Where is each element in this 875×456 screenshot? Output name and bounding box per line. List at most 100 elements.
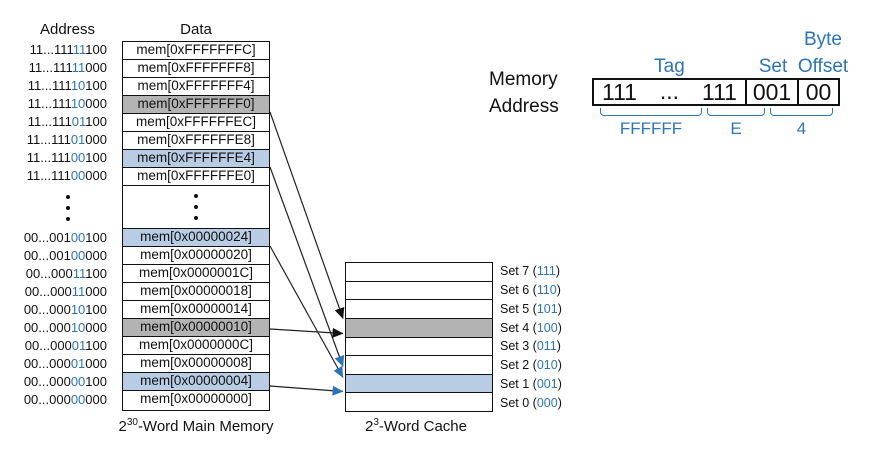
byte-offset-label-line2: Offset xyxy=(797,56,849,77)
memory-row: mem[0x00000010] xyxy=(123,319,269,337)
address-tag-bits: 11...111 xyxy=(29,42,73,57)
set-field: 001 xyxy=(745,79,797,105)
address-tag-bits: 00...000 xyxy=(23,374,71,389)
memory-address: 11...11100100 xyxy=(12,149,107,167)
cache-set-label: Set 6 (110) xyxy=(500,281,610,300)
set-label-text: Set 7 ( xyxy=(500,264,537,279)
memory-address: 00...00010000 xyxy=(12,319,107,337)
memory-address-label-line2: Address xyxy=(489,96,559,117)
memory-address-label-line1: Memory xyxy=(489,69,558,90)
address-set-bits: 11 xyxy=(71,60,86,75)
address-offset-bits: 000 xyxy=(85,168,107,183)
memory-row: mem[0x00000018] xyxy=(123,283,269,301)
set-label-binary: 101 xyxy=(536,301,558,316)
main-memory-rows-top: mem[0xFFFFFFFC]mem[0xFFFFFFF8]mem[0xFFFF… xyxy=(123,42,269,186)
set-label-close: ) xyxy=(557,301,562,316)
address-set-bits: 10 xyxy=(70,320,86,335)
address-offset-bits: 000 xyxy=(85,392,107,407)
main-memory-box: mem[0xFFFFFFFC]mem[0xFFFFFFF8]mem[0xFFFF… xyxy=(122,41,270,411)
memory-address: 11...11101100 xyxy=(12,113,107,131)
memory-ellipsis xyxy=(123,186,269,229)
address-offset-bits: 100 xyxy=(85,78,107,93)
address-offset-bits: 100 xyxy=(85,338,107,353)
set-label-text: Set 5 ( xyxy=(500,301,537,316)
address-offset-bits: 000 xyxy=(85,60,107,75)
set-label-binary: 110 xyxy=(536,283,557,298)
cache-set-row xyxy=(346,263,492,282)
set-label-binary: 111 xyxy=(536,264,556,279)
address-set-bits: 01 xyxy=(71,338,86,353)
cache-set-label: Set 3 (011) xyxy=(500,337,610,356)
address-set-bits: 00 xyxy=(70,168,86,183)
ellipsis-dots xyxy=(194,187,198,227)
cache-set-row xyxy=(346,338,492,357)
address-offset-bits: 100 xyxy=(85,114,107,129)
tag-bits-left: 111 xyxy=(602,78,637,105)
address-offset-bits: 100 xyxy=(85,42,107,57)
hex-group-ffffff: FFFFFF xyxy=(619,119,683,138)
set-label-text: Set 4 ( xyxy=(500,320,537,335)
arrow-memfffffff0-to-set4 xyxy=(269,111,345,319)
address-tag-bits: 00...001 xyxy=(23,248,71,263)
cache-set-label: Set 5 (101) xyxy=(500,300,610,319)
cache-set-label: Set 7 (111) xyxy=(500,262,610,281)
address-offset-bits: 100 xyxy=(85,374,107,389)
main-memory-rows-bottom: mem[0x00000024]mem[0x00000020]mem[0x0000… xyxy=(123,229,269,409)
set-label-text: Set 1 ( xyxy=(500,376,537,391)
set-label-close: ) xyxy=(556,339,561,354)
arrow-mem00000004-to-set1 xyxy=(269,385,344,396)
address-column-header: Address xyxy=(39,21,96,38)
memory-row: mem[0xFFFFFFF0] xyxy=(123,96,269,114)
address-offset-bits: 000 xyxy=(85,356,107,371)
address-set-bits: 11 xyxy=(72,266,86,281)
set-label-binary: 011 xyxy=(536,339,557,354)
hex-bracket-4 xyxy=(770,108,833,116)
address-set-bits: 10 xyxy=(70,96,86,111)
memory-row: mem[0xFFFFFFF8] xyxy=(123,60,269,78)
tag-bits-right: 111 xyxy=(702,78,737,105)
arrow-mem00000010-to-set4 xyxy=(269,327,344,338)
arrow-memffffffe4-to-set1 xyxy=(269,166,345,367)
memory-address: 00...00010100 xyxy=(12,301,107,319)
cache-set-label: Set 4 (100) xyxy=(500,318,610,337)
memory-address: 00...00000000 xyxy=(12,391,107,409)
data-column-header: Data xyxy=(180,21,212,38)
address-offset-bits: 000 xyxy=(85,320,107,335)
address-tag-bits: 11...111 xyxy=(27,78,71,93)
address-set-bits: 00 xyxy=(70,248,86,263)
address-offset-bits: 100 xyxy=(85,230,107,245)
address-tag-bits: 00...000 xyxy=(24,284,72,299)
address-tag-bits: 11...111 xyxy=(26,150,71,165)
set-field-label: Set xyxy=(758,56,788,77)
address-tag-bits: 11...111 xyxy=(27,114,72,129)
memory-address: 00...00001000 xyxy=(12,355,107,373)
memory-row: mem[0xFFFFFFE0] xyxy=(123,168,269,186)
address-tag-bits: 00...000 xyxy=(23,356,71,371)
memory-address: 00...00100000 xyxy=(12,247,107,265)
memory-address: 00...00011000 xyxy=(12,283,107,301)
memory-address: 11...11110100 xyxy=(12,77,107,95)
set-label-close: ) xyxy=(555,264,561,279)
address-set-bits: 00 xyxy=(70,150,86,165)
arrow-mem00000024-to-set1 xyxy=(269,245,344,378)
set-label-binary: 100 xyxy=(536,320,558,335)
tag-field: 111 ... 111 xyxy=(594,78,745,105)
memory-row: mem[0x0000001C] xyxy=(123,265,269,283)
address-tag-bits: 00...000 xyxy=(23,302,71,317)
hex-bracket-tag xyxy=(600,108,702,116)
memory-row: mem[0xFFFFFFF4] xyxy=(123,78,269,96)
address-set-bits: 10 xyxy=(70,78,86,93)
address-offset-bits: 100 xyxy=(85,150,107,165)
address-set-bits: 00 xyxy=(70,392,86,407)
byte-offset-label-line1: Byte xyxy=(803,29,843,50)
address-set-bits: 00 xyxy=(70,230,86,245)
memory-row: mem[0xFFFFFFFC] xyxy=(123,42,269,60)
set-label-binary: 010 xyxy=(536,358,558,373)
cache-set-label: Set 0 (000) xyxy=(500,393,610,412)
memory-address: 11...11101000 xyxy=(12,131,107,149)
set-label-close: ) xyxy=(557,395,562,410)
set-label-close: ) xyxy=(557,376,562,391)
memory-row: mem[0x00000008] xyxy=(123,355,269,373)
set-label-text: Set 2 ( xyxy=(500,358,537,373)
